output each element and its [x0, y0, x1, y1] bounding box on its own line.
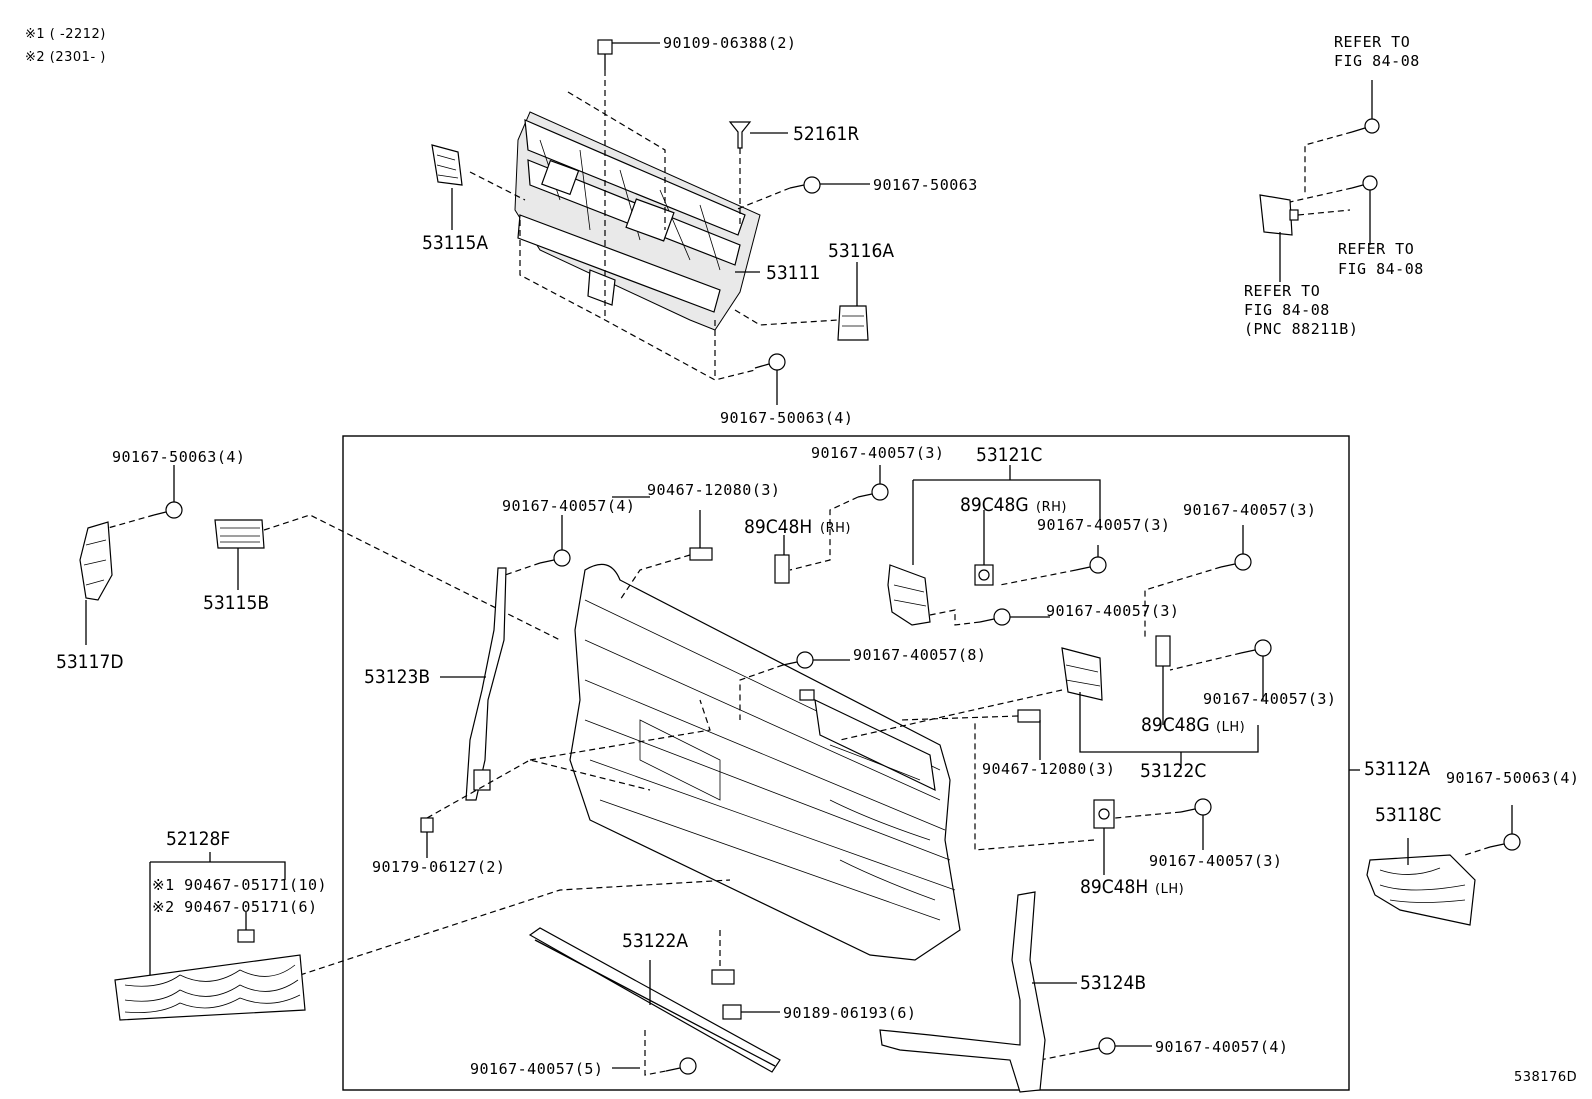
label-90167-40057-3-top: 90167-40057(3)	[811, 444, 945, 462]
part-53116A	[837, 305, 869, 341]
label-90167-40057-3-d: 90167-40057(3)	[1046, 602, 1180, 620]
label-53115B: 53115B	[203, 592, 270, 614]
label-90109-06388: 90109-06388(2)	[663, 34, 797, 52]
refer-line-2a: REFER TO	[1338, 240, 1415, 258]
note-1: ※1 ( -2212)	[25, 27, 106, 42]
label-89C48H-lh: 89C48H	[1080, 876, 1149, 898]
clip-90467-a	[689, 547, 713, 561]
label-lh-1: (LH)	[1216, 720, 1246, 735]
label-90167-50063-4-left: 90167-50063(4)	[112, 448, 246, 466]
label-lh-2: (LH)	[1155, 882, 1185, 897]
label-note1-part: ※1 90467-05171(10)	[152, 876, 328, 894]
part-53124B	[879, 891, 1046, 1093]
refer-line-1a: REFER TO	[1334, 33, 1411, 51]
refer-line-3b: FIG 84-08	[1244, 301, 1330, 319]
label-90167-40057-5: 90167-40057(5)	[470, 1060, 604, 1078]
refer-line-1b: FIG 84-08	[1334, 52, 1420, 70]
label-53122C: 53122C	[1140, 760, 1207, 782]
assembly-frame	[342, 435, 1350, 1091]
part-52128F	[114, 929, 306, 1021]
label-90167-40057-3-e: 90167-40057(3)	[1203, 690, 1337, 708]
label-90467-12080-3-a: 90467-12080(3)	[647, 481, 781, 499]
part-53123B	[465, 567, 507, 801]
label-53116A: 53116A	[828, 240, 895, 262]
label-90167-50063: 90167-50063	[873, 176, 978, 194]
part-89C48G-lh	[1155, 635, 1171, 667]
part-53117D	[79, 521, 113, 601]
refer-line-3c: (PNC 88211B)	[1244, 320, 1359, 338]
part-89C48H-rh	[774, 554, 790, 584]
clip-90189-b	[722, 1004, 742, 1020]
label-53121C: 53121C	[976, 444, 1043, 466]
drawing-number: 538176D	[1514, 1070, 1578, 1085]
clip-90179	[420, 817, 434, 833]
label-90167-40057-3-c: 90167-40057(3)	[1183, 501, 1317, 519]
clip-90189	[711, 969, 735, 985]
label-90167-50063-4-top: 90167-50063(4)	[720, 409, 854, 427]
label-52161R: 52161R	[793, 123, 860, 145]
clip-90467-b	[1017, 709, 1041, 723]
part-53121C	[887, 564, 931, 626]
label-89C48G-rh: 89C48G	[960, 494, 1029, 516]
label-90167-50063-4-right: 90167-50063(4)	[1446, 769, 1580, 787]
label-90467-12080-3-b: 90467-12080(3)	[982, 760, 1116, 778]
label-53117D: 53117D	[56, 651, 124, 673]
label-89C48G-lh: 89C48G	[1141, 714, 1210, 736]
label-90179-06127: 90179-06127(2)	[372, 858, 506, 876]
part-refer-module	[1259, 118, 1380, 236]
refer-line-2b: FIG 84-08	[1338, 260, 1424, 278]
label-53118C: 53118C	[1375, 804, 1442, 826]
label-90167-40057-4-b: 90167-40057(4)	[1155, 1038, 1289, 1056]
label-89C48H-rh: 89C48H	[744, 516, 813, 538]
part-main-grille	[569, 563, 961, 961]
label-53112A: 53112A	[1364, 758, 1431, 780]
label-53111: 53111	[766, 262, 821, 284]
screw-right	[1503, 833, 1521, 851]
label-53124B: 53124B	[1080, 972, 1147, 994]
label-note2-part: ※2 90467-05171(6)	[152, 898, 318, 916]
label-90189-06193: 90189-06193(6)	[783, 1004, 917, 1022]
label-90167-40057-3-b: 90167-40057(3)	[1037, 516, 1171, 534]
label-53123B: 53123B	[364, 666, 431, 688]
note-2: ※2 (2301- )	[25, 50, 106, 65]
part-89C48H-lh	[1093, 799, 1115, 829]
label-90167-40057-4-a: 90167-40057(4)	[502, 497, 636, 515]
label-52128F: 52128F	[166, 828, 231, 850]
label-rh-1: (RH)	[1036, 500, 1067, 515]
part-89C48G-rh	[974, 564, 994, 586]
part-53122A	[528, 927, 781, 1073]
label-rh-2: (RH)	[820, 521, 851, 536]
part-53118C	[1366, 854, 1476, 926]
part-53115A	[431, 144, 463, 186]
screw-left	[165, 501, 183, 519]
label-53122A: 53122A	[622, 930, 689, 952]
part-53111-panel	[514, 111, 761, 331]
label-53115A: 53115A	[422, 232, 489, 254]
part-53115B	[214, 519, 265, 549]
part-53122C	[1061, 647, 1103, 701]
label-90167-40057-3-f: 90167-40057(3)	[1149, 852, 1283, 870]
refer-line-3a: REFER TO	[1244, 282, 1321, 300]
label-90167-40057-8: 90167-40057(8)	[853, 646, 987, 664]
